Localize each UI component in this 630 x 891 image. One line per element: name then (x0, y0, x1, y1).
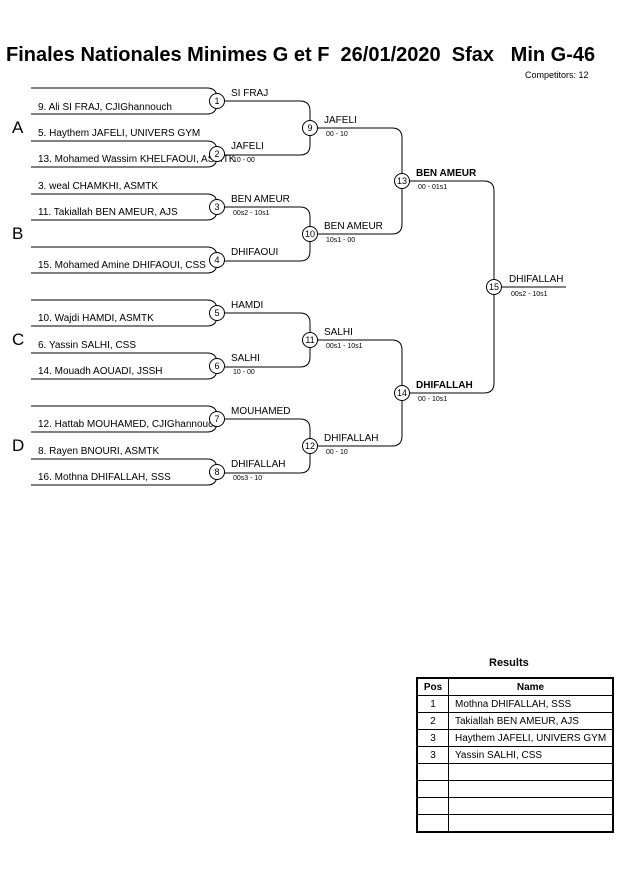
name-cell (448, 814, 614, 833)
match-number-badge: 2 (209, 146, 225, 162)
match-winner: SI FRAJ (231, 88, 269, 99)
match-winner: DHIFALLAH (416, 380, 473, 391)
match-winner: DHIFALLAH (231, 459, 286, 470)
match-score: 00s2 - 10s1 (233, 210, 270, 217)
name-cell: Takiallah BEN AMEUR, AJS (448, 712, 614, 730)
match-number-badge: 15 (486, 279, 502, 295)
name-cell (448, 780, 614, 798)
position-cell (416, 814, 449, 833)
table-row (416, 814, 614, 833)
match-number-badge: 10 (302, 226, 318, 242)
athlete-entry: 3. weal CHAMKHI, ASMTK (38, 181, 159, 192)
match-winner: DHIFAOUI (231, 247, 279, 258)
athlete-entry: 16. Mothna DHIFALLAH, SSS (38, 472, 171, 483)
table-row (416, 780, 614, 798)
match-winner: SALHI (231, 353, 260, 364)
match-winner: BEN AMEUR (324, 221, 383, 232)
athlete-entry: 8. Rayen BNOURI, ASMTK (38, 446, 160, 457)
match-number-badge: 8 (209, 464, 225, 480)
match-winner: JAFELI (324, 115, 357, 126)
athlete-entry: 5. Haythem JAFELI, UNIVERS GYM (38, 128, 201, 139)
position-cell: 3 (416, 729, 449, 747)
match-score: 00 - 10s1 (418, 396, 448, 403)
name-cell: Haythem JAFELI, UNIVERS GYM (448, 729, 614, 747)
match-winner: JAFELI (231, 141, 264, 152)
match-number-badge: 9 (302, 120, 318, 136)
match-number-badge: 5 (209, 305, 225, 321)
match-number-badge: 11 (302, 332, 318, 348)
athlete-entry: 14. Mouadh AOUADI, JSSH (38, 366, 163, 377)
table-row: 2 Takiallah BEN AMEUR, AJS (416, 712, 614, 730)
position-cell (416, 780, 449, 798)
table-row (416, 797, 614, 815)
match-number-badge: 13 (394, 173, 410, 189)
table-row: 1 Mothna DHIFALLAH, SSS (416, 695, 614, 713)
match-number-badge: 4 (209, 252, 225, 268)
results-table: Pos Name 1 Mothna DHIFALLAH, SSS 2 Takia… (416, 677, 614, 833)
match-winner: SALHI (324, 327, 353, 338)
position-cell (416, 797, 449, 815)
match-number-badge: 12 (302, 438, 318, 454)
position-cell (416, 763, 449, 781)
table-row: 3 Haythem JAFELI, UNIVERS GYM (416, 729, 614, 747)
match-number-badge: 7 (209, 411, 225, 427)
name-cell (448, 797, 614, 815)
table-row: 3 Yassin SALHI, CSS (416, 746, 614, 764)
athlete-entry: 15. Mohamed Amine DHIFAOUI, CSS (38, 260, 206, 271)
name-cell (448, 763, 614, 781)
position-cell: 2 (416, 712, 449, 730)
competitors-count: Competitors: 12 (525, 70, 589, 80)
match-winner: BEN AMEUR (416, 168, 477, 179)
results-header-row: Pos Name (416, 677, 614, 696)
name-cell: Mothna DHIFALLAH, SSS (448, 695, 614, 713)
match-number-badge: 1 (209, 93, 225, 109)
page-title: Finales Nationales Minimes G et F 26/01/… (6, 44, 596, 66)
athlete-entry: 9. Ali SI FRAJ, CJIGhannouch (38, 102, 172, 113)
match-score: 10 - 00 (233, 157, 255, 164)
athlete-entry: 10. Wajdi HAMDI, ASMTK (38, 313, 154, 324)
match-score: 00 - 01s1 (418, 184, 448, 191)
table-row (416, 763, 614, 781)
pool-label-c: C (12, 330, 25, 349)
name-column-header: Name (448, 677, 614, 696)
athlete-entry: 12. Hattab MOUHAMED, CJIGhannouch (38, 419, 219, 430)
name-cell: Yassin SALHI, CSS (448, 746, 614, 764)
match-number-badge: 6 (209, 358, 225, 374)
match-score: 10s1 - 00 (326, 237, 356, 244)
match-number-badge: 14 (394, 385, 410, 401)
match-winner: BEN AMEUR (231, 194, 290, 205)
athlete-entry: 6. Yassin SALHI, CSS (38, 340, 137, 351)
athlete-entry: 11. Takiallah BEN AMEUR, AJS (38, 207, 178, 218)
pool-label-b: B (12, 224, 24, 243)
match-winner: DHIFALLAH (324, 433, 379, 444)
match-score: 00 - 10 (326, 449, 348, 456)
athlete-entry: 13. Mohamed Wassim KHELFAOUI, ASMTK (38, 154, 236, 165)
match-score: 00 - 10 (326, 131, 348, 138)
match-score: 00s3 - 10 (233, 475, 263, 482)
match-winner: DHIFALLAH (509, 274, 564, 285)
match-score: 00s1 - 10s1 (326, 343, 363, 350)
match-score: 00s2 - 10s1 (511, 291, 548, 298)
results-title: Results (489, 657, 529, 669)
match-score: 10 - 00 (233, 369, 255, 376)
pos-column-header: Pos (416, 677, 449, 696)
pool-label-a: A (12, 118, 24, 137)
match-winner: MOUHAMED (231, 406, 291, 417)
match-number-badge: 3 (209, 199, 225, 215)
position-cell: 3 (416, 746, 449, 764)
pool-label-d: D (12, 436, 25, 455)
match-winner: HAMDI (231, 300, 264, 311)
position-cell: 1 (416, 695, 449, 713)
